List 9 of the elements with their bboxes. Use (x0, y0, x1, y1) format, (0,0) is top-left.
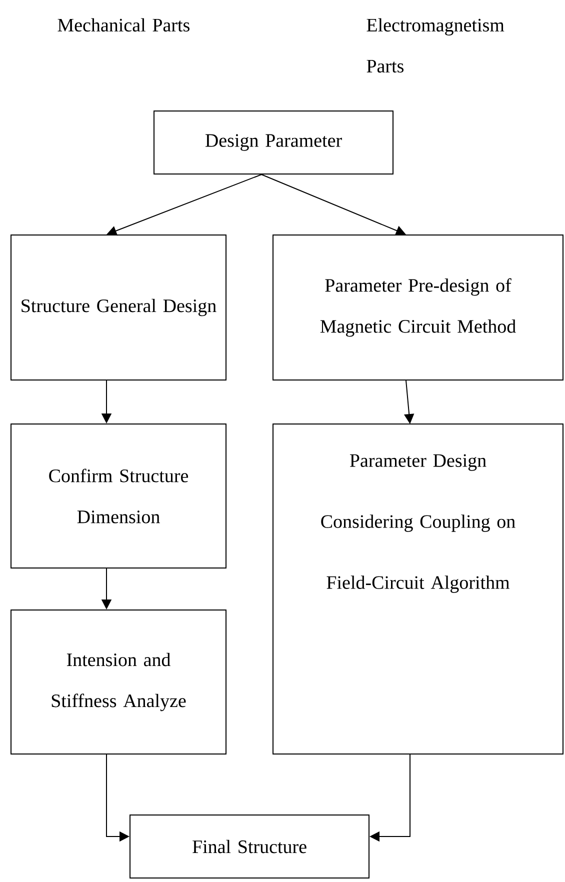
column-heading: Electromagnetism Parts (366, 18, 504, 73)
process-box: Confirm Structure Dimension (10, 424, 226, 568)
process-box: Parameter Pre-design of Magnetic Circuit Method (272, 234, 564, 380)
process-box: Parameter Design Considering Coupling on Field-Circuit Algorithm (272, 424, 564, 754)
process-box: Design Parameter (154, 110, 394, 174)
process-box: Structure General Design (10, 234, 226, 380)
column-heading: Mechanical Parts (58, 18, 190, 32)
process-box: Intension and Stiffness Analyze (10, 610, 226, 754)
process-box: Final Structure (130, 814, 370, 878)
